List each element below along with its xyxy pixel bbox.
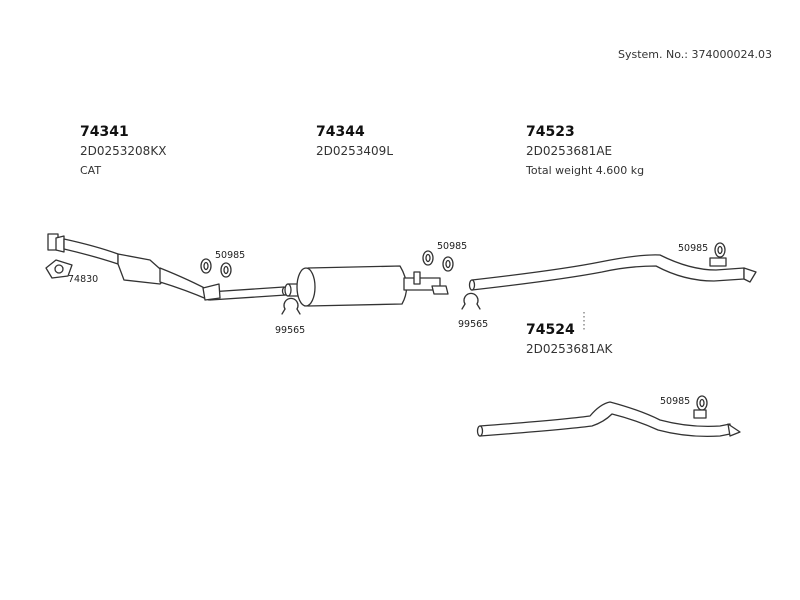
part-note-cat: CAT bbox=[80, 164, 102, 177]
tail-pipe bbox=[468, 254, 757, 291]
total-weight: Total weight 4.600 kg bbox=[526, 164, 645, 177]
part-number-middle-silencer: 74344 bbox=[316, 124, 365, 140]
gasket-74830 bbox=[45, 259, 73, 279]
part-number-alt-tail-pipe: 74524 bbox=[526, 322, 575, 338]
hanger-alt-label: 50985 bbox=[660, 396, 691, 407]
clamp-mid-99565 bbox=[461, 292, 481, 310]
part-code-catalytic-converter: 2D0253208KX bbox=[80, 144, 167, 158]
part-code-tail-pipe: 2D0253681AE bbox=[526, 144, 613, 158]
part-number-tail-pipe: 74523 bbox=[526, 124, 575, 140]
hanger-mid-50985 bbox=[422, 250, 454, 272]
clamp-mid-label: 99565 bbox=[458, 319, 489, 330]
clamp-front-label: 99565 bbox=[275, 325, 306, 336]
clamp-front-99565 bbox=[281, 297, 301, 315]
gasket-label: 74830 bbox=[68, 274, 99, 285]
catalytic-converter-pipe bbox=[47, 233, 289, 301]
part-number-catalytic-converter: 74341 bbox=[80, 124, 129, 140]
hanger-mid-label: 50985 bbox=[437, 241, 468, 252]
hanger-alt-50985 bbox=[693, 395, 708, 419]
hanger-front-label: 50985 bbox=[215, 250, 246, 261]
system-number: System. No.: 374000024.03 bbox=[618, 48, 772, 61]
hanger-rear-label: 50985 bbox=[678, 243, 709, 254]
hanger-rear-50985 bbox=[709, 242, 727, 267]
part-code-middle-silencer: 2D0253409L bbox=[316, 144, 394, 158]
hanger-front-50985 bbox=[200, 258, 232, 278]
part-code-alt-tail-pipe: 2D0253681AK bbox=[526, 342, 613, 356]
alt-tail-pipe bbox=[476, 401, 741, 438]
middle-silencer bbox=[284, 265, 449, 307]
